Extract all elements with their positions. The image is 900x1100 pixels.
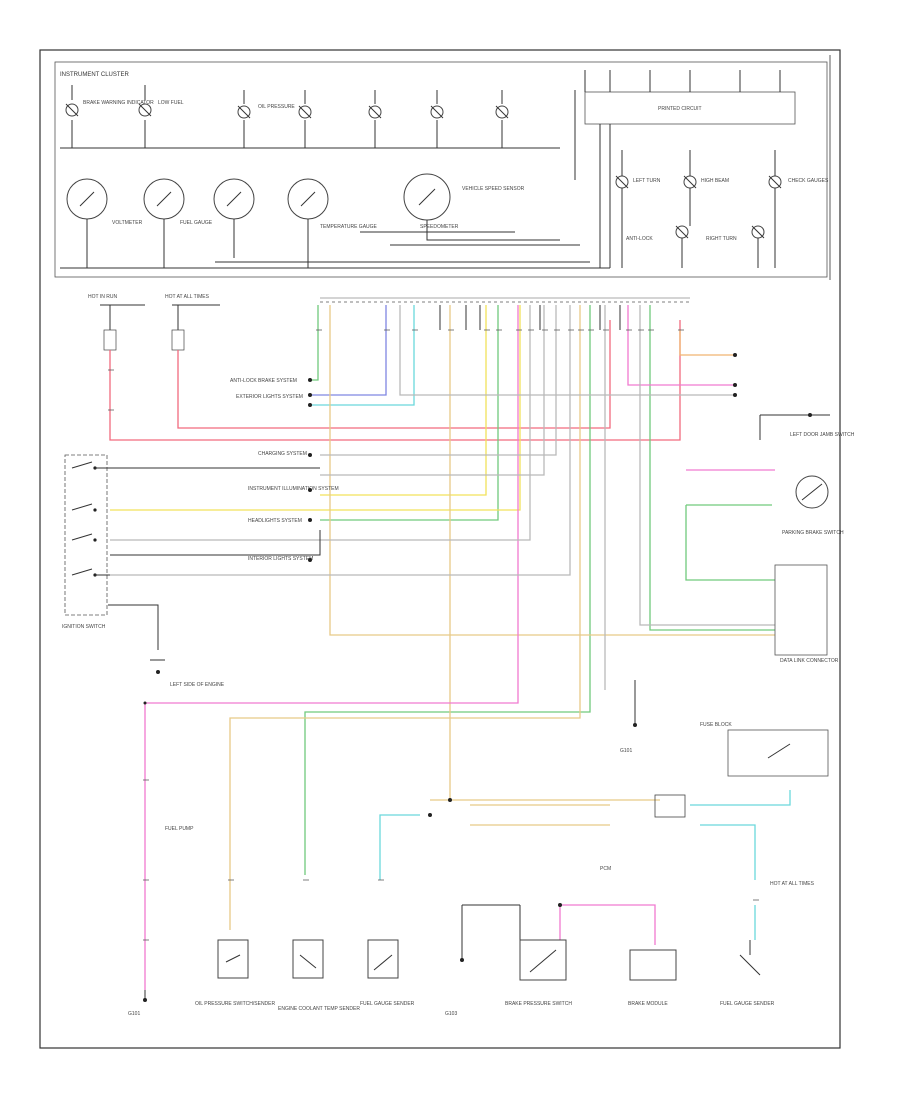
anti-lock-label: ANTI-LOCK xyxy=(626,236,653,242)
high-beam-label: HIGH BEAM xyxy=(701,178,729,184)
voltmeter-label: VOLTMETER xyxy=(112,220,143,226)
bulb-row xyxy=(65,103,509,119)
oil-pressure-label: OIL PRESSURE xyxy=(258,104,295,110)
speedometer-label: SPEEDOMETER xyxy=(420,224,459,230)
parking-brake-label: PARKING BRAKE SWITCH xyxy=(782,530,844,536)
fuel-pump-label: FUEL PUMP xyxy=(165,826,194,832)
temperature-gauge-label: TEMPERATURE GAUGE xyxy=(320,224,378,230)
cluster-title: INSTRUMENT CLUSTER xyxy=(60,72,130,78)
left-side-ground-label: LEFT SIDE OF ENGINE xyxy=(170,682,225,688)
hot-at-all-label: HOT AT ALL TIMES xyxy=(770,881,815,887)
anti-lock-brake-label: ANTI-LOCK BRAKE SYSTEM xyxy=(230,378,297,384)
exterior-lights-label: EXTERIOR LIGHTS SYSTEM xyxy=(236,394,303,400)
bottom-label-g103: G103 xyxy=(445,1011,457,1017)
pcm-label: PCM xyxy=(600,866,611,872)
bottom-label-coolant: ENGINE COOLANT TEMP SENDER xyxy=(278,1006,360,1012)
ignition-switch-label: IGNITION SWITCH xyxy=(62,624,106,630)
ignition-switch xyxy=(64,454,320,616)
bottom-label-g101: G101 xyxy=(128,1011,140,1017)
right-turn-label: RIGHT TURN xyxy=(706,236,737,242)
brake-warning-label: BRAKE WARNING INDICATOR xyxy=(83,100,154,106)
right-components: LEFT DOOR JAMB SWITCH PARKING BRAKE SWIT… xyxy=(654,413,855,818)
instrument-cluster: INSTRUMENT CLUSTER BRAKE WARNING INDICAT… xyxy=(54,61,829,278)
instrument-illum-label: INSTRUMENT ILLUMINATION SYSTEM xyxy=(248,486,339,492)
splices xyxy=(143,701,562,907)
charging-system-label: CHARGING SYSTEM xyxy=(258,451,307,457)
left-door-label: LEFT DOOR JAMB SWITCH xyxy=(790,432,855,438)
gauges xyxy=(66,173,451,221)
headlights-label: HEADLIGHTS SYSTEM xyxy=(248,518,302,524)
cluster-connector xyxy=(320,297,690,303)
fuse-left-label: HOT IN RUN xyxy=(88,294,117,300)
vehicle-speed-label: VEHICLE SPEED SENSOR xyxy=(462,186,525,192)
left-turn-label: LEFT TURN xyxy=(633,178,661,184)
bottom-label-oil-switch: OIL PRESSURE SWITCH/SENDER xyxy=(195,1001,275,1007)
interior-lights-label: INTERIOR LIGHTS SYSTEM xyxy=(248,556,313,562)
bottom-label-fuel-sender-2: FUEL GAUGE SENDER xyxy=(720,1001,775,1007)
fuse-right-label: HOT AT ALL TIMES xyxy=(165,294,210,300)
bottom-components xyxy=(143,904,761,1002)
fuel-gauge-label: FUEL GAUGE xyxy=(180,220,213,226)
printed-circuit-label: PRINTED CIRCUIT xyxy=(658,106,702,112)
g101-label: G101 xyxy=(620,748,632,754)
bottom-label-brake-module: BRAKE MODULE xyxy=(628,1001,668,1007)
low-fuel-label: LOW FUEL xyxy=(158,100,184,106)
data-link-label: DATA LINK CONNECTOR xyxy=(780,658,839,664)
bottom-label-brake-pressure: BRAKE PRESSURE SWITCH xyxy=(505,1001,572,1007)
bottom-label-fuel-sender: FUEL GAUGE SENDER xyxy=(360,1001,415,1007)
fuse-box-label: FUSE BLOCK xyxy=(700,722,732,728)
system-arrows xyxy=(308,353,737,562)
diagram-frame xyxy=(39,49,841,1049)
connector-ticks xyxy=(108,329,759,941)
check-gauges-label: CHECK GAUGES xyxy=(788,178,829,184)
